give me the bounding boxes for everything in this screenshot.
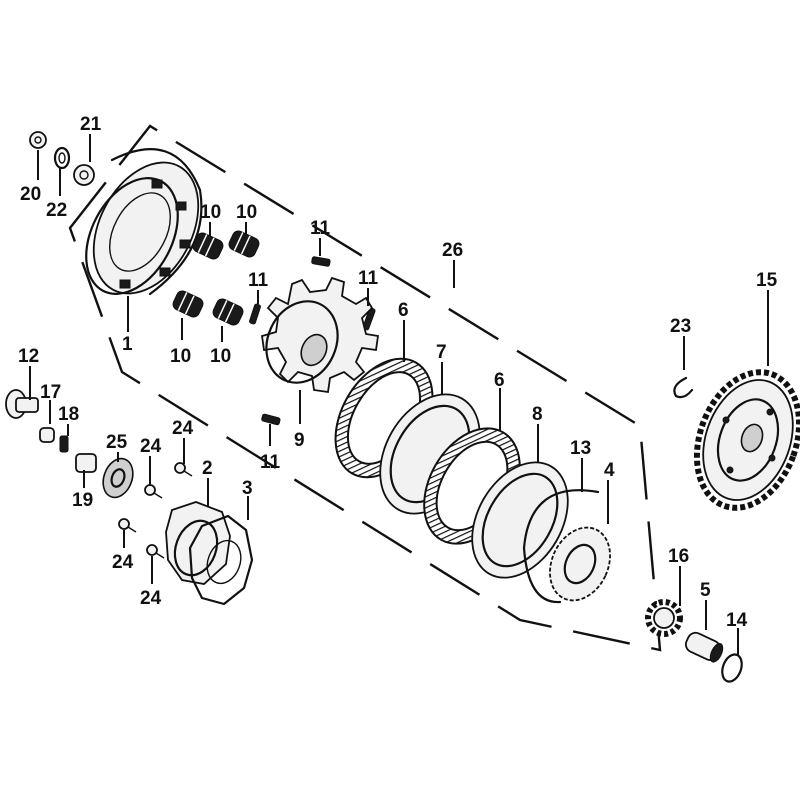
label-part-7: 7 (436, 342, 447, 363)
pins-part-11 (249, 256, 376, 426)
circlip-part-13 (522, 489, 600, 604)
label-part-22: 22 (46, 200, 67, 221)
label-part-24d: 24 (140, 588, 162, 609)
label-part-14: 14 (726, 610, 748, 631)
bolt-part-12 (5, 389, 39, 419)
pressure-plate-part-9 (260, 276, 380, 394)
label-part-21: 21 (80, 114, 102, 135)
springs-part-10 (172, 230, 260, 326)
label-part-10a: 10 (200, 202, 221, 223)
label-part-1: 1 (122, 334, 133, 355)
label-part-13: 13 (570, 438, 591, 459)
washer-part-22 (53, 146, 71, 170)
label-part-9: 9 (294, 430, 305, 451)
gasket-part-3 (188, 514, 254, 606)
label-part-24c: 24 (112, 552, 134, 573)
label-part-18: 18 (58, 404, 79, 425)
lock-washer-part-21 (73, 164, 95, 186)
label-part-11a: 11 (310, 218, 331, 239)
part-number-labels: 1 2 3 4 5 6 6 7 8 9 10 10 10 10 11 11 11… (18, 114, 778, 631)
label-part-25: 25 (106, 432, 128, 453)
label-part-10d: 10 (210, 346, 231, 367)
label-part-2: 2 (202, 458, 213, 479)
gear-hub-part-4 (549, 526, 611, 602)
label-part-4: 4 (604, 460, 615, 481)
label-part-17: 17 (40, 382, 61, 403)
label-part-15: 15 (756, 270, 778, 291)
label-part-6a: 6 (398, 300, 409, 321)
label-part-24b: 24 (140, 436, 162, 457)
clutch-housing-part-1 (85, 148, 203, 296)
assembly-26-outline (68, 124, 662, 652)
label-part-11b: 11 (248, 270, 269, 291)
label-part-24a: 24 (172, 418, 194, 439)
label-part-26: 26 (442, 240, 463, 261)
label-part-3: 3 (242, 478, 253, 499)
label-part-11d: 11 (260, 452, 281, 473)
leader-lines (29, 134, 769, 656)
label-part-20: 20 (20, 184, 41, 205)
label-part-23: 23 (670, 316, 691, 337)
spring-part-18 (59, 435, 69, 453)
label-part-19: 19 (72, 490, 93, 511)
small-gear-part-16 (645, 599, 683, 637)
pin-part-17 (39, 427, 55, 443)
label-part-11c: 11 (358, 268, 379, 289)
clutch-plate-part-8 (471, 461, 569, 579)
label-part-10b: 10 (236, 202, 257, 223)
large-gear-part-15 (693, 369, 800, 511)
snap-ring-part-23 (673, 376, 694, 399)
bushing-part-5 (685, 631, 724, 663)
label-part-16: 16 (668, 546, 689, 567)
bearing-part-25 (102, 457, 134, 499)
nut-part-20 (29, 131, 47, 149)
screws-part-24 (118, 462, 193, 559)
cap-part-19 (75, 453, 97, 473)
washer-part-14 (721, 653, 743, 683)
label-part-6b: 6 (494, 370, 505, 391)
label-part-5: 5 (700, 580, 711, 601)
label-part-8: 8 (532, 404, 543, 425)
label-part-10c: 10 (170, 346, 191, 367)
label-part-12: 12 (18, 346, 39, 367)
